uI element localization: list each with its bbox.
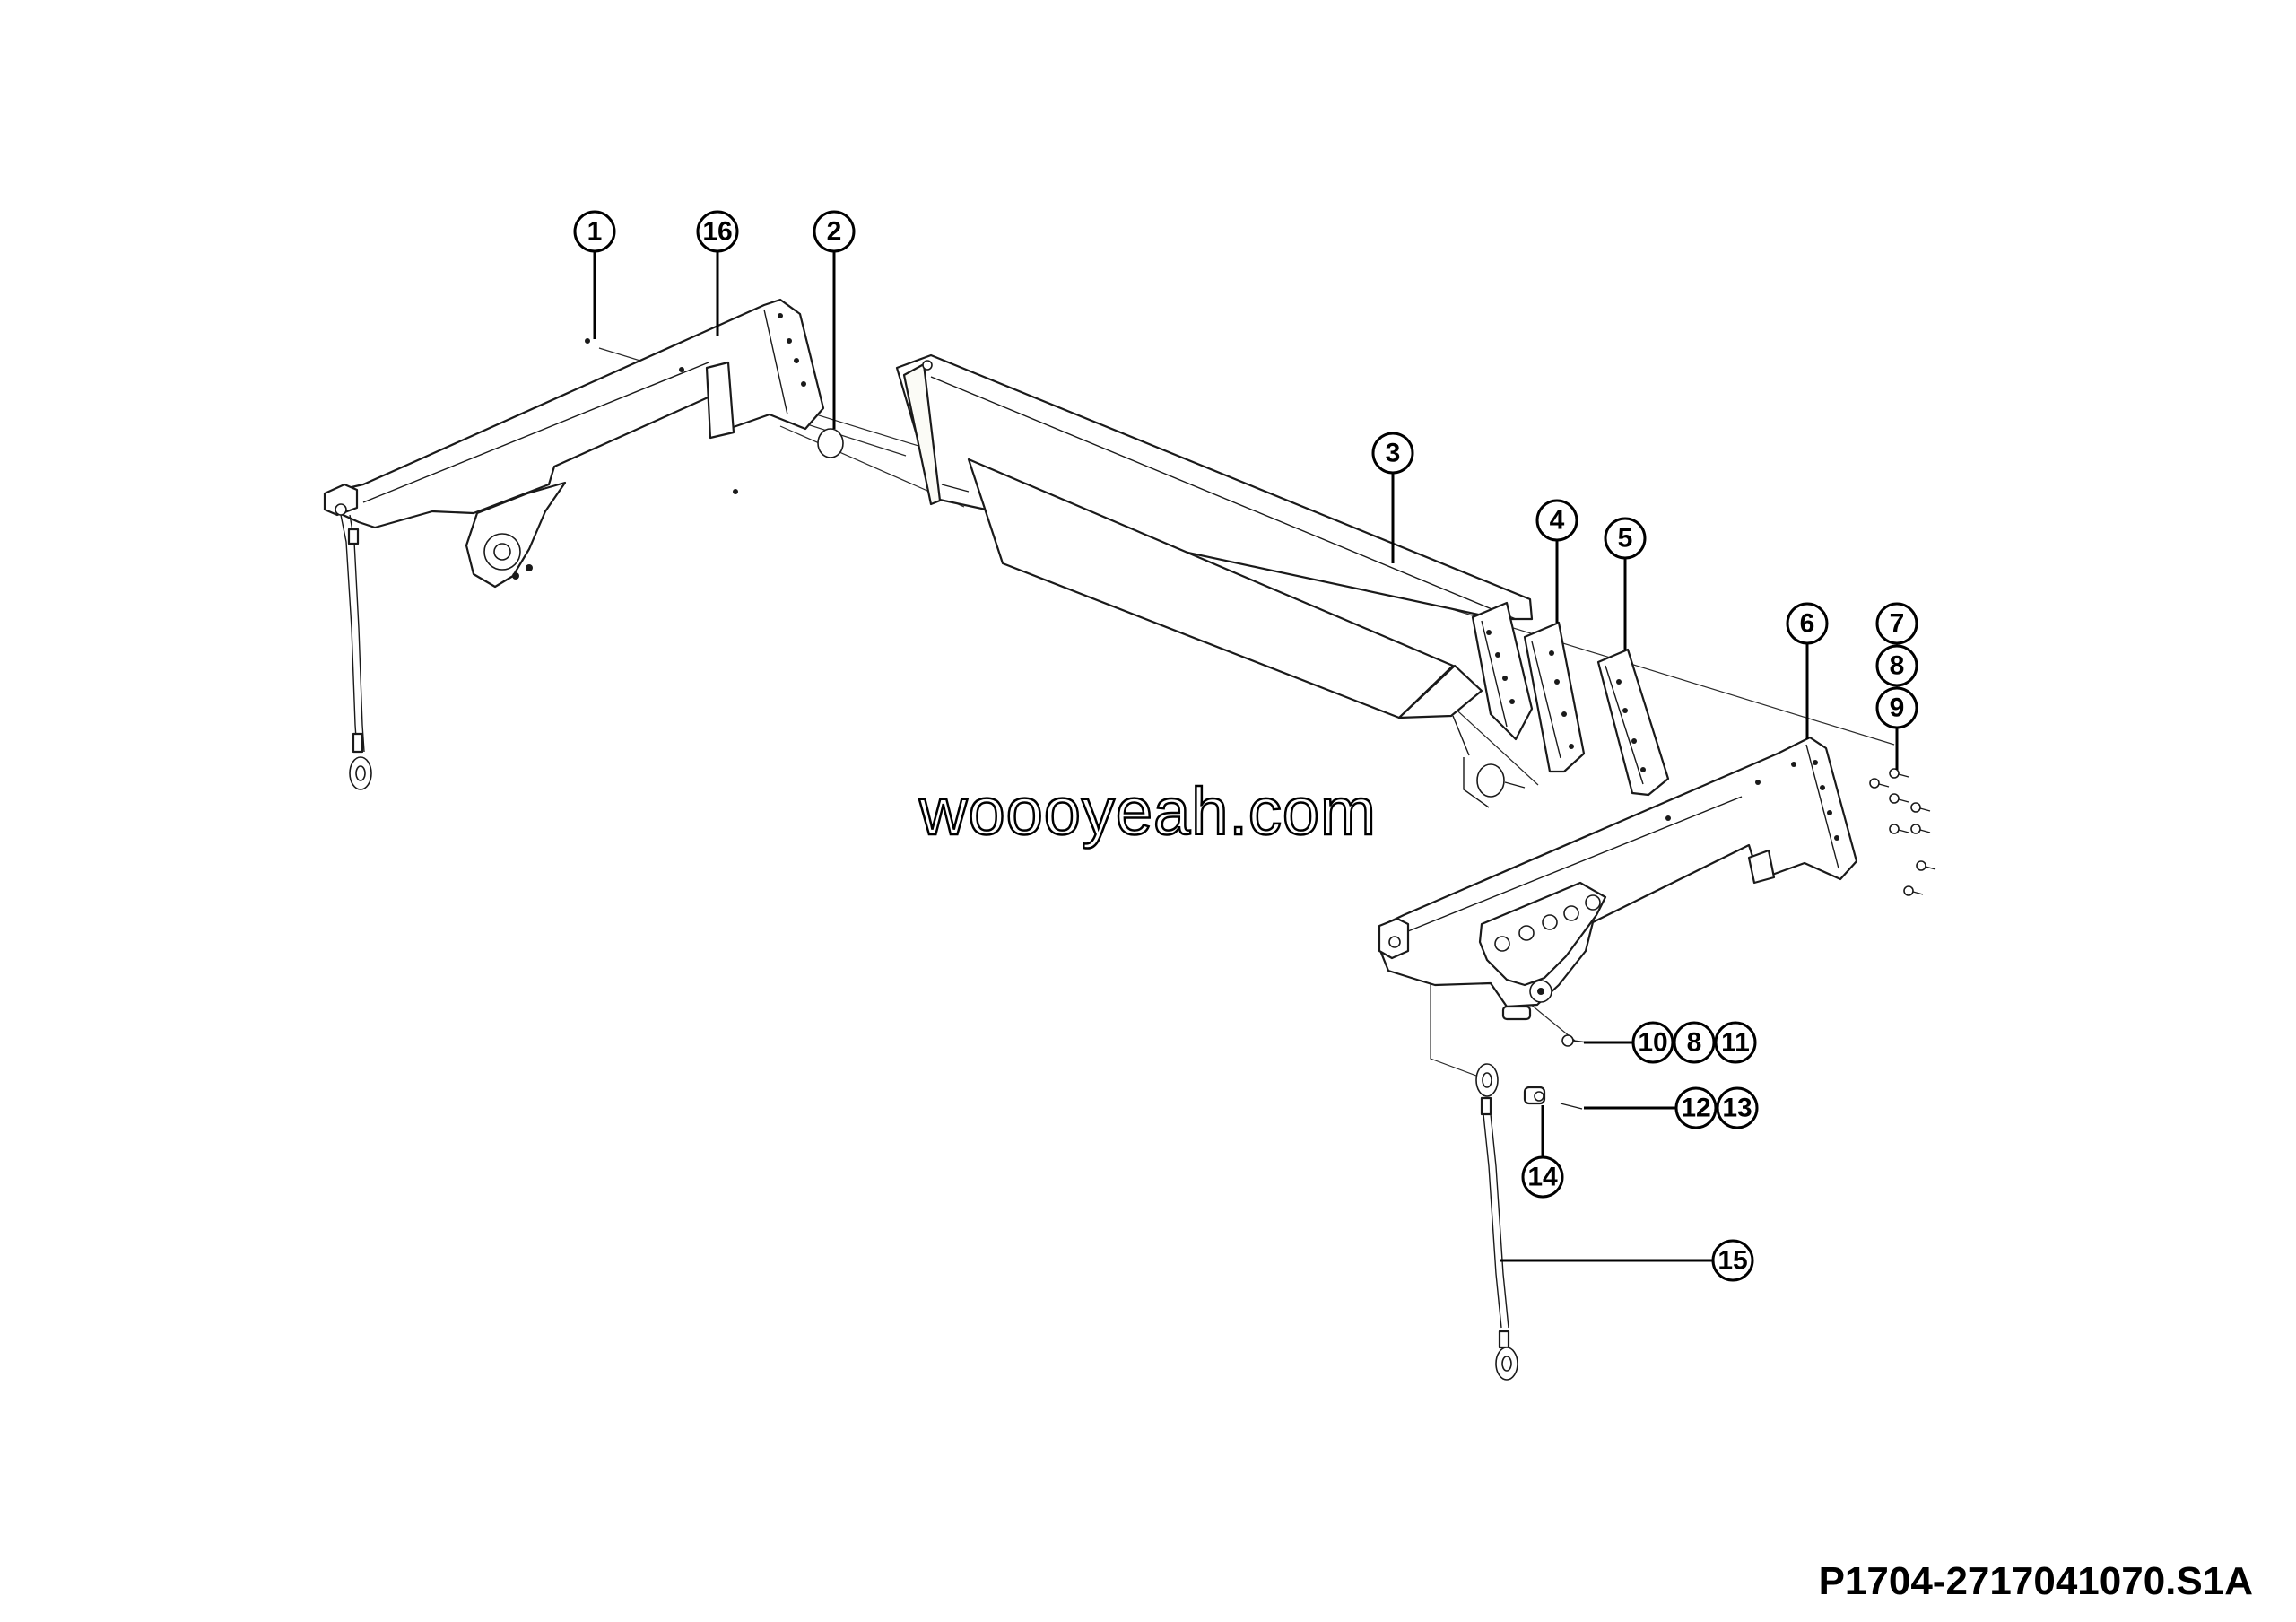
watermark-text: woooyeah.com	[918, 773, 1377, 850]
svg-text:12: 12	[1681, 1094, 1710, 1123]
callout-14: 14	[1521, 1155, 1564, 1199]
callout-4: 4	[1535, 499, 1578, 542]
right-arm-assembly	[1378, 736, 1858, 1021]
shim-plate-b	[1596, 648, 1670, 797]
svg-text:4: 4	[1550, 506, 1565, 536]
left-arm-assembly	[323, 298, 825, 589]
callout-6: 6	[1786, 602, 1829, 645]
callout-11: 11	[1714, 1021, 1757, 1064]
svg-text:5: 5	[1618, 524, 1633, 554]
svg-text:3: 3	[1386, 439, 1401, 468]
callout-1: 1	[573, 210, 616, 253]
svg-text:10: 10	[1638, 1028, 1667, 1058]
callout-13: 13	[1716, 1086, 1759, 1129]
svg-text:2: 2	[827, 217, 842, 247]
pin-hardware	[1523, 1034, 1588, 1110]
callout-16: 16	[696, 210, 739, 253]
svg-text:1: 1	[587, 217, 603, 247]
callout-3: 3	[1371, 432, 1414, 475]
svg-text:14: 14	[1527, 1163, 1558, 1192]
svg-text:15: 15	[1718, 1246, 1747, 1276]
callout-8-repeat: 8	[1673, 1021, 1716, 1064]
callout-5: 5	[1604, 517, 1647, 560]
svg-text:6: 6	[1800, 609, 1815, 639]
right-cable	[1475, 1063, 1518, 1381]
shim-plate-a	[1523, 621, 1586, 773]
callout-15: 15	[1711, 1239, 1754, 1282]
svg-text:13: 13	[1722, 1094, 1752, 1123]
svg-text:8: 8	[1687, 1028, 1702, 1058]
main-tube	[895, 353, 1534, 808]
left-cable	[340, 514, 372, 790]
callout-leader-lines	[593, 251, 1899, 1262]
callout-12: 12	[1674, 1086, 1718, 1129]
bolt-set	[1869, 768, 1936, 896]
drawing-number: P1704-2717041070.S1A	[1818, 1559, 2253, 1603]
svg-text:9: 9	[1890, 693, 1905, 723]
svg-text:7: 7	[1890, 609, 1905, 639]
callout-2: 2	[813, 210, 856, 253]
svg-text:16: 16	[702, 217, 732, 247]
svg-text:11: 11	[1721, 1028, 1750, 1058]
svg-text:8: 8	[1890, 651, 1905, 681]
washer	[817, 428, 844, 458]
assembly-axis-lines	[598, 347, 1895, 1082]
callout-9: 9	[1875, 686, 1918, 729]
callout-7: 7	[1875, 602, 1918, 645]
callout-8: 8	[1875, 644, 1918, 687]
callout-10: 10	[1631, 1021, 1674, 1064]
